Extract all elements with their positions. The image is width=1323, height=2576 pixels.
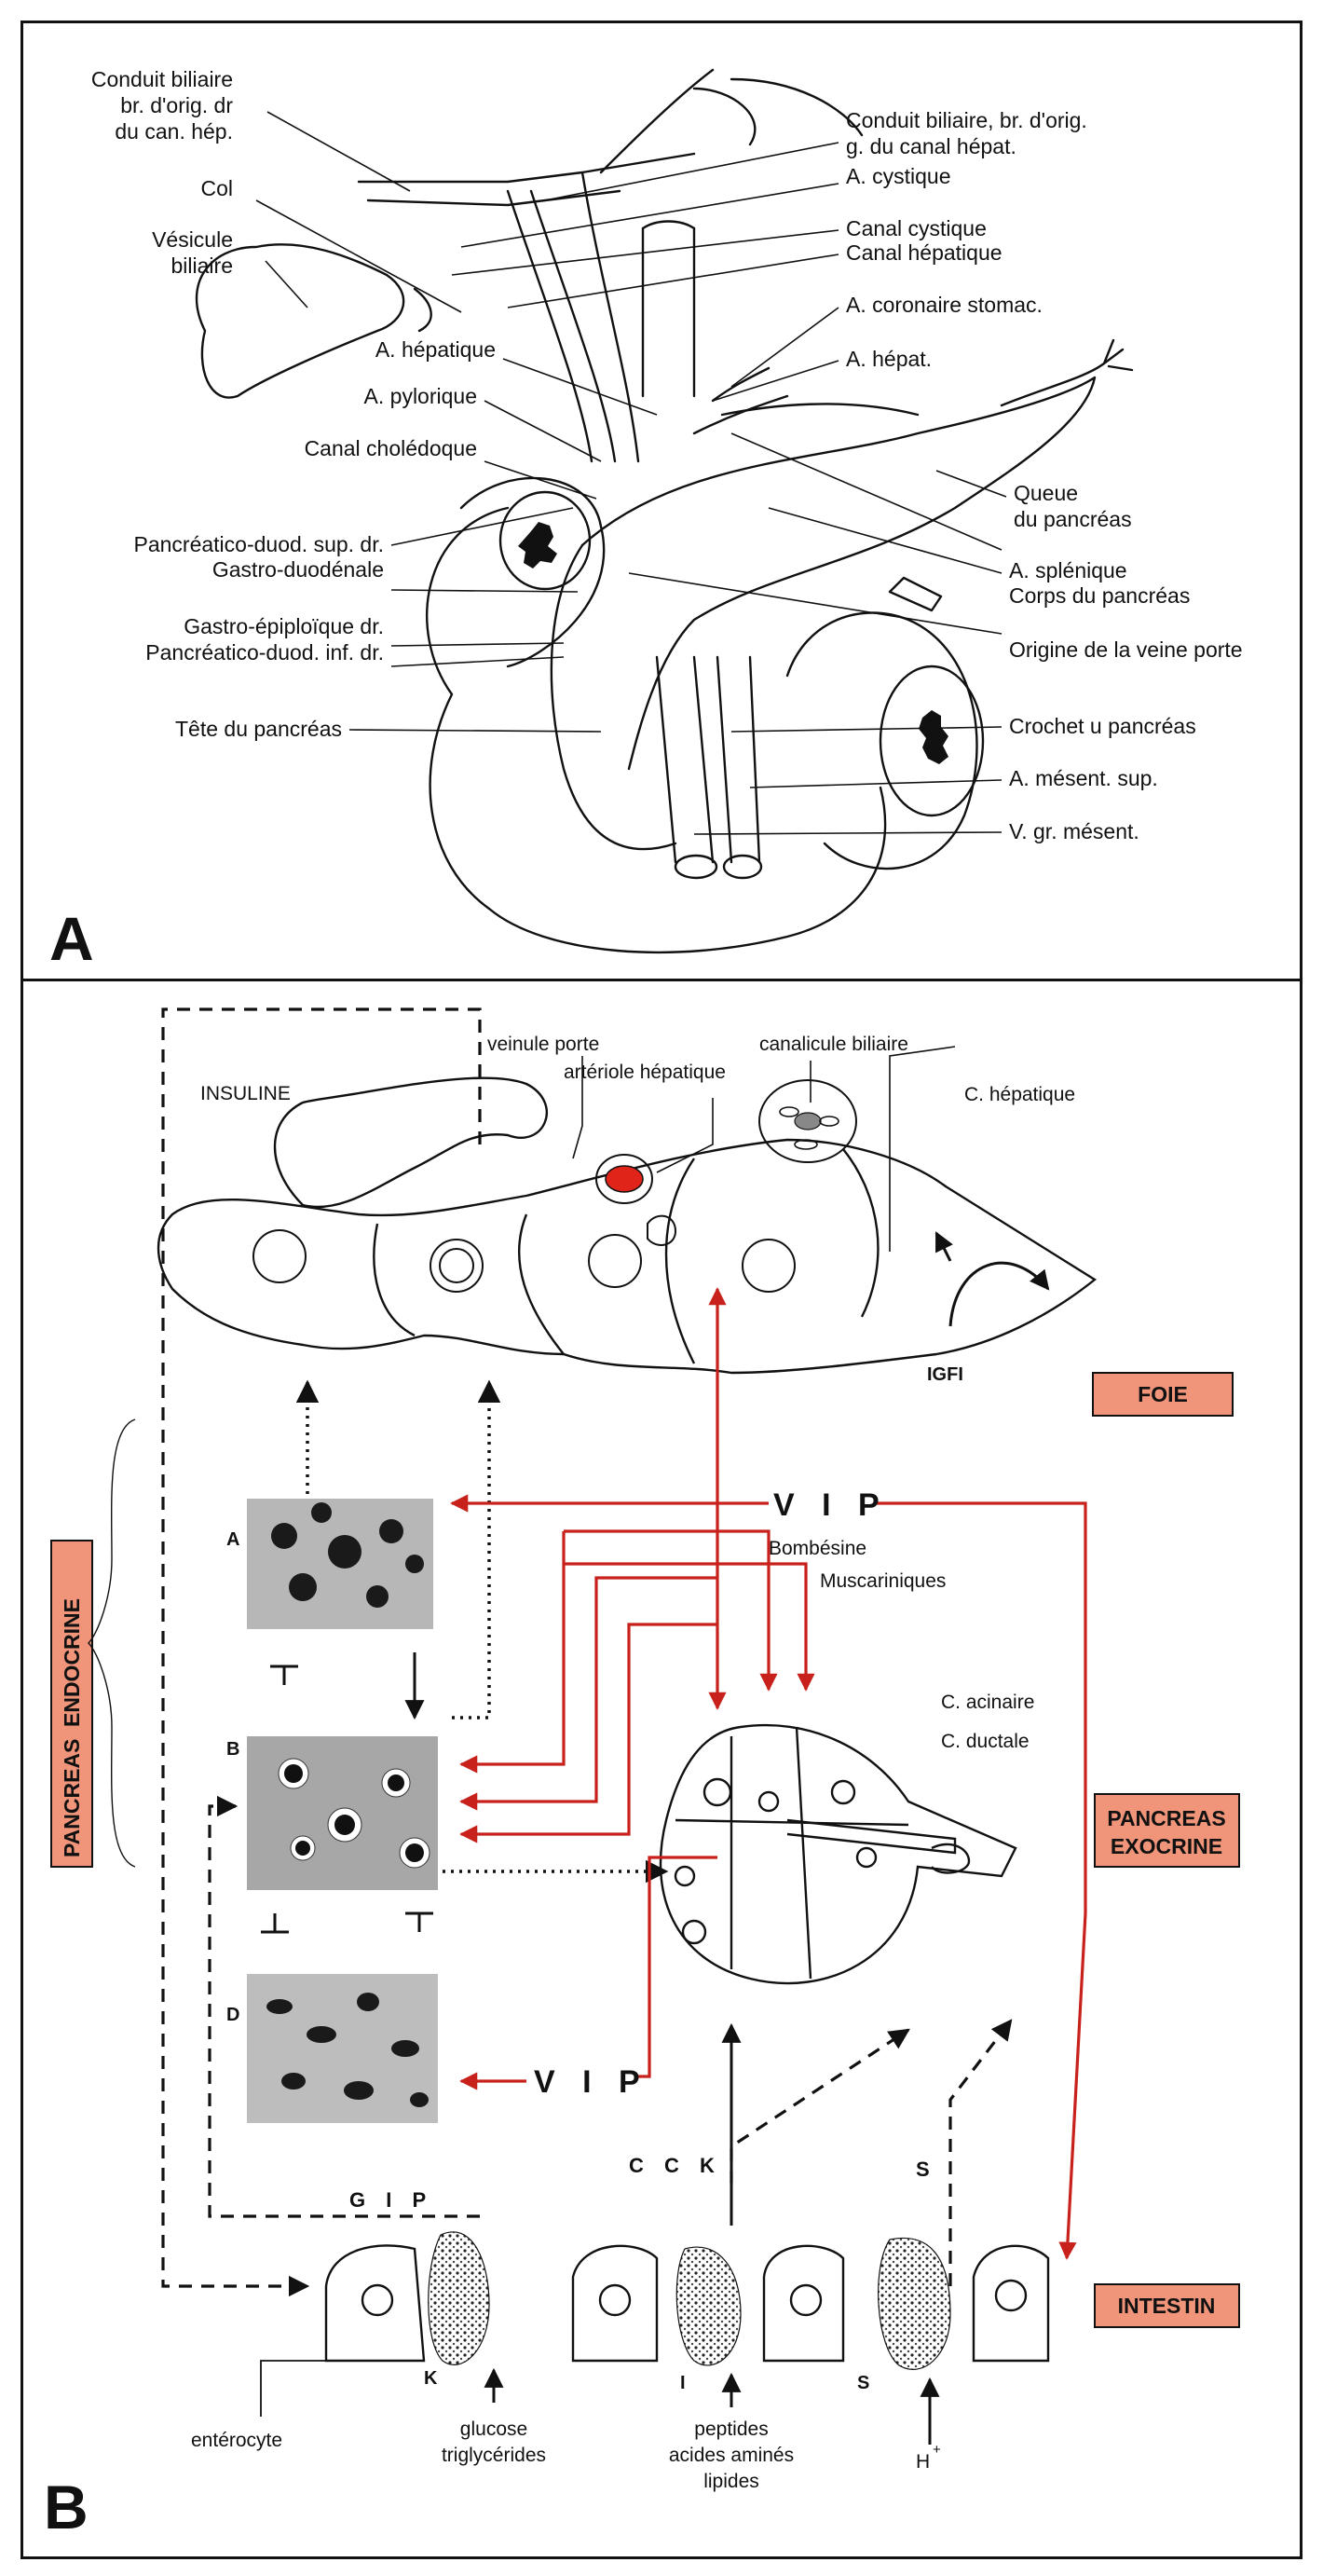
label-origine-veine-porte: Origine de la veine porte (1009, 637, 1243, 662)
label-pancreatico-duod-inf: Pancréatico-duod. inf. dr. (145, 640, 384, 665)
panel-b-drawing: veinule porte artériole hépatique canali… (44, 1007, 1240, 2542)
panel-a-letter: A (49, 904, 94, 973)
label-pancreas-exocrine-2: EXOCRINE (1111, 1834, 1222, 1858)
label-lipides: lipides (703, 2471, 759, 2492)
label-cell-k: K (424, 2368, 438, 2389)
panel-b: veinule porte artériole hépatique canali… (20, 979, 1303, 2559)
label-pancreas-exocrine-1: PANCREAS (1107, 1806, 1225, 1830)
label-cell-a: A (226, 1529, 239, 1550)
label-conduit-biliaire-dr-2: br. d'orig. dr (120, 93, 233, 117)
label-vip-top: V I P (773, 1487, 889, 1523)
panel-a: Conduit biliaire br. d'orig. dr du can. … (20, 21, 1303, 984)
panel-a-drawing: Conduit biliaire br. d'orig. dr du can. … (49, 67, 1243, 973)
label-arteriole-hepatique: artériole hépatique (564, 1062, 726, 1083)
label-a-mesent-sup: A. mésent. sup. (1009, 766, 1158, 790)
micrograph-a-cell (247, 1499, 433, 1629)
label-peptides: peptides (694, 2418, 768, 2440)
label-gip: G I P (349, 2188, 433, 2212)
label-muscariniques: Muscariniques (820, 1570, 946, 1592)
label-queue-1: Queue (1014, 481, 1078, 505)
label-vesicule-1: Vésicule (152, 227, 233, 252)
label-conduit-biliaire-g-1: Conduit biliaire, br. d'orig. (846, 108, 1087, 132)
label-queue-2: du pancréas (1014, 507, 1132, 531)
label-canal-cystique: Canal cystique (846, 216, 987, 240)
label-tete-pancreas: Tête du pancréas (175, 717, 342, 741)
label-cell-s: S (857, 2373, 869, 2393)
label-enterocyte: entérocyte (191, 2430, 282, 2451)
label-insuline: INSULINE (200, 1083, 291, 1104)
label-glucose: glucose (460, 2418, 527, 2440)
label-pancreas-endocrine-2: ENDOCRINE (60, 1598, 84, 1727)
label-igfi: IGFI (927, 1364, 963, 1385)
label-conduit-biliaire-dr-3: du can. hép. (115, 119, 233, 144)
micrograph-d-cell (247, 1974, 438, 2123)
label-h-plus: + (933, 2442, 941, 2458)
label-bombesine: Bombésine (769, 1538, 866, 1559)
box-pancreas-endocrine (50, 1540, 93, 1868)
label-pancreatico-duod-sup: Pancréatico-duod. sup. dr. (134, 532, 385, 556)
label-conduit-biliaire-g-2: g. du canal hépat. (846, 134, 1016, 158)
label-triglycerides: triglycérides (442, 2445, 546, 2466)
label-a-cystique: A. cystique (846, 164, 951, 188)
label-c-hepatique: C. hépatique (964, 1084, 1075, 1105)
label-crochet-pancreas: Crochet u pancréas (1009, 714, 1196, 738)
label-foie: FOIE (1138, 1382, 1188, 1406)
label-intestin: INTESTIN (1118, 2294, 1216, 2318)
label-conduit-biliaire-dr-1: Conduit biliaire (91, 67, 233, 91)
label-c-ductale: C. ductale (941, 1731, 1030, 1752)
box-intestin (1094, 2283, 1240, 2328)
label-c-acinaire: C. acinaire (941, 1692, 1034, 1713)
label-s-signal: S (916, 2158, 937, 2181)
panel-b-letter: B (44, 2473, 89, 2542)
label-a-splenique: A. splénique (1009, 558, 1127, 582)
label-canal-hepatique: Canal hépatique (846, 240, 1002, 265)
label-vip-bottom: V I P (534, 2064, 649, 2100)
label-a-pylorique: A. pylorique (364, 384, 477, 408)
label-cck: C C K (629, 2154, 722, 2177)
label-gastro-epiploique: Gastro-épiploïque dr. (184, 614, 384, 638)
micrograph-b-cell (247, 1736, 438, 1890)
label-vesicule-2: biliaire (171, 253, 233, 278)
label-corps-pancreas: Corps du pancréas (1009, 583, 1190, 608)
label-cell-b: B (226, 1739, 239, 1760)
label-pancreas-endocrine-1: PANCREAS (60, 1739, 84, 1857)
label-cell-d: D (226, 2005, 239, 2025)
label-col: Col (200, 176, 233, 200)
label-v-gr-mesent: V. gr. mésent. (1009, 819, 1139, 843)
label-cell-i: I (680, 2373, 686, 2393)
label-canalicule-biliaire: canalicule biliaire (759, 1034, 908, 1055)
label-h: H (916, 2451, 930, 2473)
label-a-hepatique: A. hépatique (375, 337, 496, 362)
label-a-coronaire: A. coronaire stomac. (846, 293, 1043, 317)
box-pancreas-exocrine (1094, 1793, 1240, 1868)
label-a-hepat: A. hépat. (846, 347, 932, 371)
label-canal-choledoque: Canal cholédoque (305, 436, 477, 460)
label-acides-amines: acides aminés (669, 2445, 794, 2466)
label-veinule-porte: veinule porte (487, 1034, 599, 1055)
box-foie (1092, 1372, 1234, 1417)
label-gastro-duodenale: Gastro-duodénale (212, 557, 384, 582)
